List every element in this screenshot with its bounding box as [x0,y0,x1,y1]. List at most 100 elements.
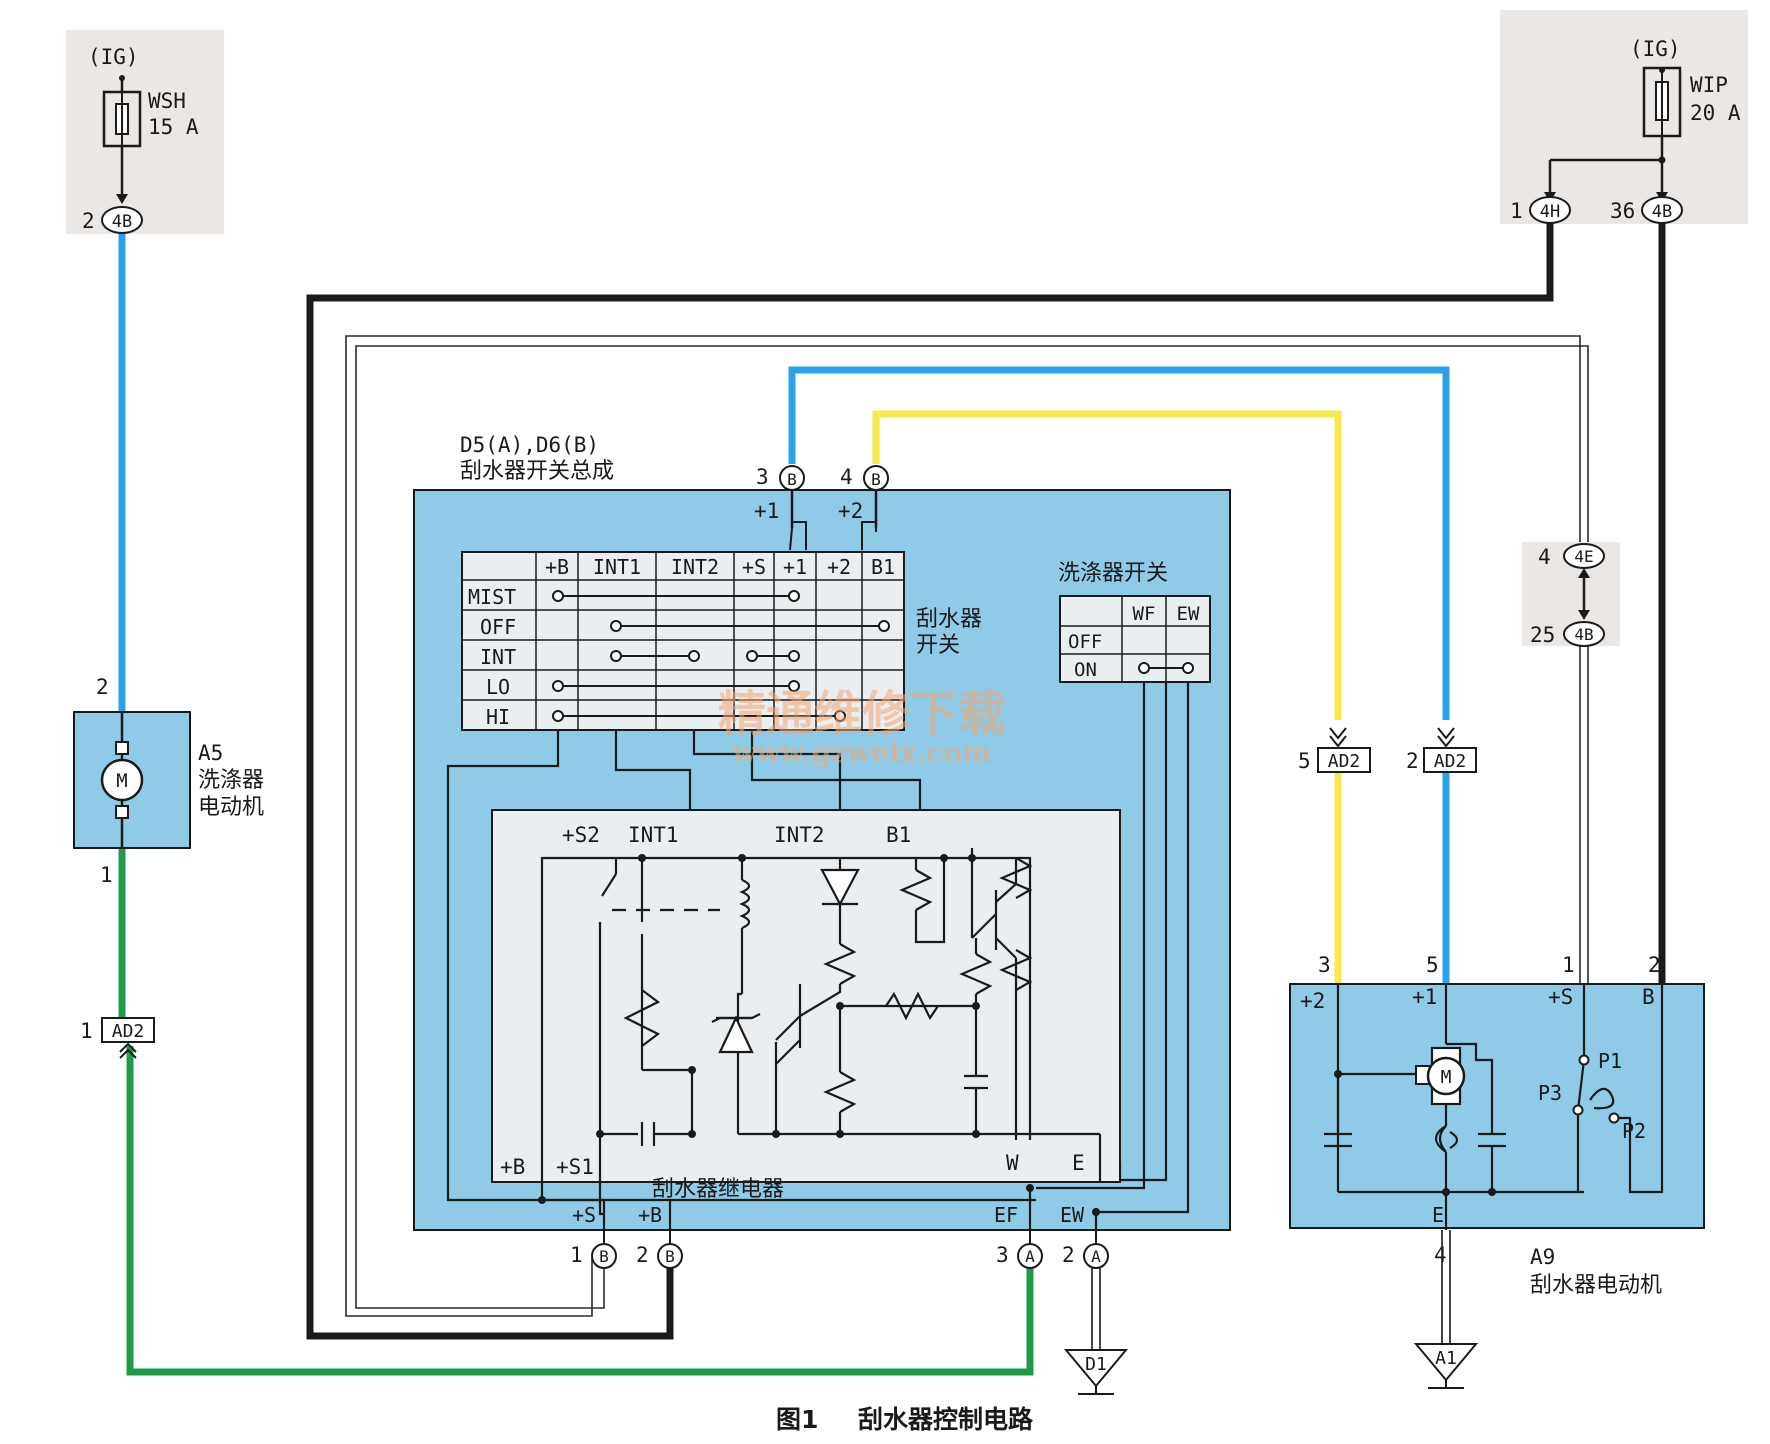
connector-ad2-blue-pin: 2 [1406,749,1419,773]
fuse-right-connector-a-label: 4H [1540,202,1560,222]
wiper-motor-id: A9 [1530,1245,1555,1269]
terminal-pin-1-connector: B [599,1247,609,1266]
washer-motor-symbol [100,758,144,802]
relay-label-e: E [1072,1151,1085,1175]
wiper-table-header-plus-s: +S [742,555,766,579]
caption-title: 刮水器控制电路 [858,1405,1034,1434]
terminal-pin-2-connector: B [665,1247,675,1266]
wiper-motor-pin-1: 1 [1562,953,1575,977]
relay-title: 刮水器继电器 [652,1177,784,1202]
connector-ad2-blue-label: AD2 [1434,751,1467,772]
terminal-ew-label: EW [1060,1203,1085,1227]
wiper-table-row-hi: HI [486,705,510,729]
relay-label-plus-s1: +S1 [556,1155,594,1179]
relay-label-int2: INT2 [774,823,825,847]
wiper-table-header-plus-b: +B [545,555,569,579]
terminal-pin-3-connector: A [1025,1247,1035,1266]
ground-a1: A1 [1413,1230,1479,1389]
wiper-motor-p3: P3 [1538,1081,1562,1105]
figure-caption: 图1 刮水器控制电路 [776,1405,1034,1434]
terminal-plus-b-label: +B [638,1203,662,1227]
junction-pin-bottom: 25 [1530,623,1555,647]
wiper-table-header-int1: INT1 [593,555,641,579]
fuse-left-name: WSH [148,89,186,113]
washer-switch-title: 洗涤器开关 [1058,561,1168,586]
washer-motor-name-line1: 洗涤器 [198,768,264,793]
wire-double-line-loop [345,335,1589,1317]
junction-connector-bottom-label: 4B [1574,625,1593,644]
switch-pin-3-connector: B [787,470,797,489]
terminal-pin-3: 3 [996,1243,1009,1267]
wiper-motor-pin-3: 3 [1318,953,1331,977]
wiper-motor-a9: 3 5 1 2 +2 +1 +S B [1289,953,1705,1298]
fuse-right-name: WIP [1690,73,1728,97]
wiper-motor-symbol [1426,1056,1466,1096]
relay-label-plus-s2: +S2 [562,823,600,847]
washer-motor-m-label: M [116,770,127,792]
watermark: 精通维修下载 www.gzweix.com [718,686,1006,769]
wiper-table-header-int2: INT2 [671,555,719,579]
ground-d1-label: D1 [1085,1354,1107,1375]
washer-motor-a5: 2 M A5 洗涤器 电动机 1 [73,675,264,887]
switch-assembly-title-line2: 刮水器开关总成 [460,459,614,484]
relay-label-w: W [1006,1151,1019,1175]
connector-ad2-yellow-label: AD2 [1328,751,1361,772]
wiper-motor-pin-5: 5 [1426,953,1439,977]
terminal-pin-2a-connector: A [1091,1247,1101,1266]
switch-term-plus1: +1 [754,499,779,523]
wiper-motor-term-b: B [1642,985,1655,1009]
junction-connector-top-label: 4E [1574,547,1593,566]
switch-term-plus2: +2 [838,499,863,523]
wiper-motor-name: 刮水器电动机 [1530,1273,1662,1298]
wiper-table-row-lo: LO [486,675,510,699]
switch-assembly-title-line1: D5(A),D6(B) [460,433,599,457]
switch-assembly: D5(A),D6(B) 刮水器开关总成 3 B 4 B +1 +2 [413,433,1231,1231]
fuse-left-connector-label: 4B [112,212,132,232]
wiper-table-row-mist: MIST [468,585,516,609]
wiper-table-row-off: OFF [480,615,516,639]
assembly-bottom-connectors: 1 B 2 B 3 A 2 A [570,1230,1109,1269]
ground-d1: D1 [1063,1268,1129,1395]
switch-pin-4-connector: B [871,470,881,489]
wiper-motor-m-label: M [1441,1067,1452,1088]
wiper-motor-p2: P2 [1622,1119,1646,1143]
wiper-relay: +S2 INT1 INT2 B1 +B +S1 W E [491,809,1121,1188]
terminal-pin-1: 1 [570,1243,583,1267]
switch-pin-3: 3 [756,465,769,489]
switch-pin-4: 4 [840,465,853,489]
washer-switch-table: WF EW OFF ON [1059,595,1211,683]
wiper-table-header-plus2: +2 [827,555,851,579]
wiper-motor-pin-4: 4 [1434,1243,1447,1267]
wiper-motor-term-plus2: +2 [1300,989,1325,1013]
wiper-motor-term-e: E [1432,1203,1444,1227]
fuse-right-connector-b-label: 4B [1652,202,1672,222]
washer-table-header-wf: WF [1133,603,1156,625]
fuse-left-pin: 2 [82,209,95,233]
terminal-plus-s-label: +S [572,1203,596,1227]
fuse-left-connector [101,206,143,234]
ground-a1-label: A1 [1435,1348,1457,1369]
wiper-relay-body [491,809,1121,1183]
fuse-left-rating: 15 A [148,115,199,139]
washer-motor-pin-bottom: 1 [100,863,113,887]
washer-motor-id: A5 [198,741,223,765]
connector-ad2-yellow-pin: 5 [1298,749,1311,773]
washer-motor-name-line2: 电动机 [198,795,264,820]
washer-table-header-ew: EW [1177,603,1200,625]
wire-blue-plus1 [788,366,1450,985]
fuse-panel-right: (IG) WIP 20 A 1 4H 36 4B [1500,10,1748,224]
relay-label-plus-b: +B [500,1155,525,1179]
wiper-table-header-b1: B1 [871,555,895,579]
wiper-table-header-plus1: +1 [783,555,807,579]
wire-yellow-plus2 [872,410,1342,985]
wiper-motor-body [1289,983,1705,1229]
fuse-left-ig-label: (IG) [88,45,139,69]
wiper-switch-label-line2: 开关 [916,633,960,658]
wiper-motor-term-plus-s: +S [1548,985,1573,1009]
fuse-right-rating: 20 A [1690,101,1741,125]
connector-ad2-blue: 2 AD2 [1406,727,1477,773]
wiper-motor-p1: P1 [1598,1049,1622,1073]
wiper-motor-pin-2: 2 [1648,953,1661,977]
wiper-switch-label-line1: 刮水器 [916,607,982,632]
relay-label-int1: INT1 [628,823,679,847]
